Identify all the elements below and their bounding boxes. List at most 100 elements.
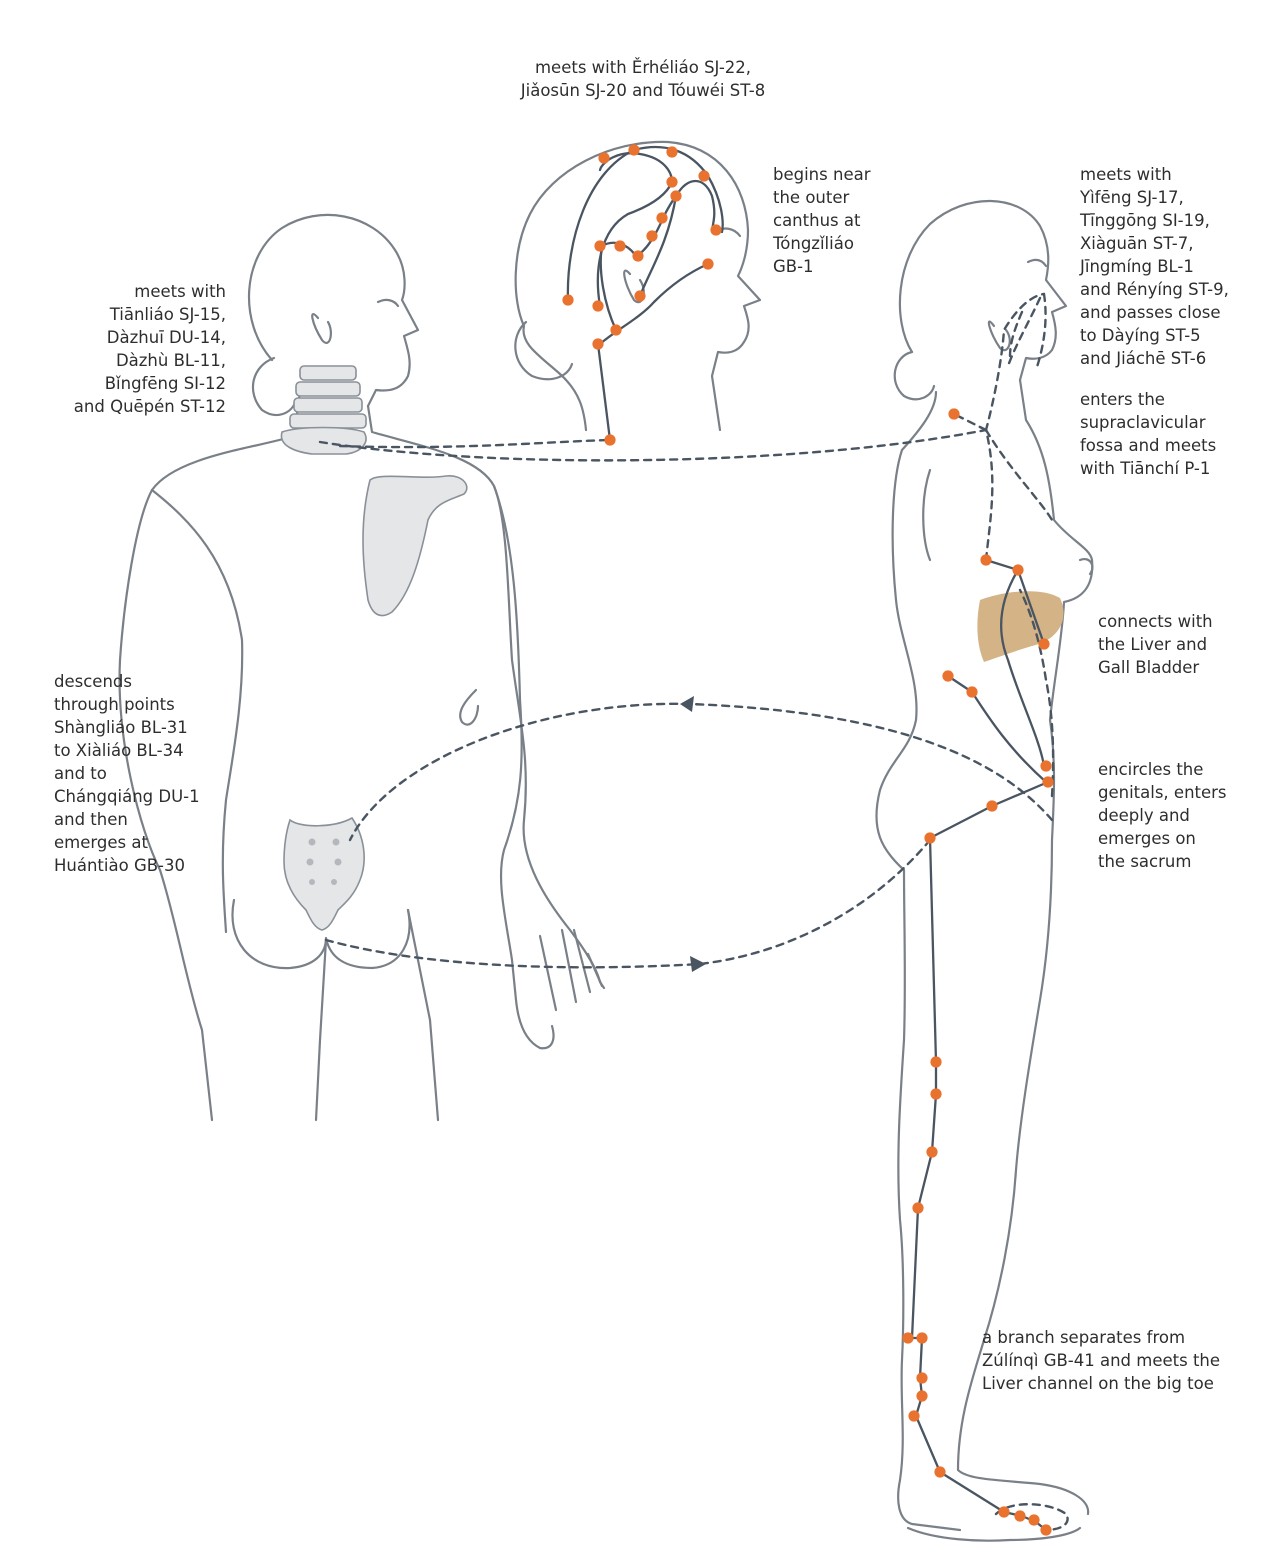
head-channel-outer — [568, 147, 723, 300]
label-line: encircles the — [1098, 758, 1227, 781]
acupoint-dot — [634, 290, 645, 301]
label-line: with Tiānchí P-1 — [1080, 457, 1216, 480]
label-line: through points — [54, 693, 200, 716]
label-meets-neck: meets with Tiānliáo SJ-15, Dàzhuī DU-14,… — [40, 280, 226, 418]
label-line: Xiàguān ST-7, — [1080, 232, 1229, 255]
label-line: Chángqiáng DU-1 — [54, 785, 200, 808]
label-head-top: meets with Ěrhéliáo SJ-22, Jiǎosūn SJ-20… — [498, 56, 788, 102]
acupoint-dot — [610, 324, 621, 335]
acupoint-dot — [666, 176, 677, 187]
label-line: and to — [54, 762, 200, 785]
acupoint-dot — [628, 144, 639, 155]
acupoint-dot — [562, 294, 573, 305]
label-line: emerges on — [1098, 827, 1227, 850]
label-line: Bǐngfēng SI-12 — [40, 372, 226, 395]
acupoint-dot — [1038, 638, 1049, 649]
acupoint-dot — [710, 224, 721, 235]
acupoint-dot — [702, 258, 713, 269]
acupoint-dot — [670, 190, 681, 201]
acupoint-dot — [1028, 1514, 1039, 1525]
label-line: deeply and — [1098, 804, 1227, 827]
label-line: and Jiáchē ST-6 — [1080, 347, 1229, 370]
label-line: Dàzhù BL-11, — [40, 349, 226, 372]
label-liver: connects with the Liver and Gall Bladder — [1098, 610, 1213, 679]
label-line: Gall Bladder — [1098, 656, 1213, 679]
label-line: supraclavicular — [1080, 411, 1216, 434]
acupoint-dot — [924, 832, 935, 843]
acupoint-dot — [594, 240, 605, 251]
label-line: the Liver and — [1098, 633, 1213, 656]
label-begins: begins near the outer canthus at Tóngzǐl… — [773, 163, 871, 278]
label-line: meets with — [1080, 163, 1229, 186]
acupoint-dot — [916, 1372, 927, 1383]
acupoint-dot — [926, 1146, 937, 1157]
acupoint-dot — [986, 800, 997, 811]
acupoint-dot — [656, 212, 667, 223]
cervical-spine-bone — [281, 366, 366, 454]
label-line: Jiǎosūn SJ-20 and Tóuwéi ST-8 — [498, 79, 788, 102]
acupoint-dot — [1012, 564, 1023, 575]
label-branch: a branch separates from Zúlínqì GB-41 an… — [982, 1326, 1220, 1395]
arrow-left-head — [680, 696, 694, 712]
label-line: and then — [54, 808, 200, 831]
acupoint-dot — [966, 686, 977, 697]
acupoint-dot — [1014, 1510, 1025, 1521]
acupoint-dot — [614, 240, 625, 251]
liver-organ — [977, 591, 1063, 662]
label-line: Yìfēng SJ-17, — [1080, 186, 1229, 209]
label-genitals: encircles the genitals, enters deeply an… — [1098, 758, 1227, 873]
acupoint-dot — [1040, 760, 1051, 771]
scapula-bone — [363, 476, 467, 616]
label-descends: descends through points Shàngliáo BL-31 … — [54, 670, 200, 877]
label-line: Liver channel on the big toe — [982, 1372, 1220, 1395]
label-line: meets with — [40, 280, 226, 303]
acupoint-group — [562, 144, 1053, 1535]
label-line: emerges at — [54, 831, 200, 854]
label-line: and Quēpén ST-12 — [40, 395, 226, 418]
acupoint-dot — [592, 338, 603, 349]
acupoint-dot — [646, 230, 657, 241]
label-line: canthus at — [773, 209, 871, 232]
label-line: GB-1 — [773, 255, 871, 278]
acupoint-dot — [592, 300, 603, 311]
acupoint-dot — [916, 1390, 927, 1401]
label-line: begins near — [773, 163, 871, 186]
label-line: Shàngliáo BL-31 — [54, 716, 200, 739]
acupoint-dot — [980, 554, 991, 565]
acupoint-dot — [912, 1202, 923, 1213]
acupoint-dot — [632, 250, 643, 261]
acupoint-dot — [698, 170, 709, 181]
label-line: the outer — [773, 186, 871, 209]
label-line: Zúlínqì GB-41 and meets the — [982, 1349, 1220, 1372]
label-line: Tīnggōng SI-19, — [1080, 209, 1229, 232]
sacrum-loop-upper — [350, 704, 1052, 840]
label-line: enters the — [1080, 388, 1216, 411]
label-line: a branch separates from — [982, 1326, 1220, 1349]
label-line: genitals, enters — [1098, 781, 1227, 804]
acupoint-dot — [604, 434, 615, 445]
label-meets-face: meets with Yìfēng SJ-17, Tīnggōng SI-19,… — [1080, 163, 1229, 370]
back-figure-ear — [312, 314, 331, 343]
label-line: Dàzhuī DU-14, — [40, 326, 226, 349]
label-line: Tóngzǐliáo — [773, 232, 871, 255]
acupoint-dot — [1042, 776, 1053, 787]
label-line: descends — [54, 670, 200, 693]
acupoint-dot — [934, 1466, 945, 1477]
acupoint-dot — [908, 1410, 919, 1421]
acupoint-dot — [998, 1506, 1009, 1517]
acupoint-dot — [930, 1056, 941, 1067]
label-line: fossa and meets — [1080, 434, 1216, 457]
label-line: meets with Ěrhéliáo SJ-22, — [498, 56, 788, 79]
acupoint-dot — [598, 152, 609, 163]
label-supraclavicular: enters the supraclavicular fossa and mee… — [1080, 388, 1216, 480]
label-line: and Rényíng ST-9, — [1080, 278, 1229, 301]
acupoint-dot — [948, 408, 959, 419]
arrow-right-head — [690, 956, 706, 972]
acupoint-dot — [942, 670, 953, 681]
label-line: Huántiào GB-30 — [54, 854, 200, 877]
label-line: to Dàyíng ST-5 — [1080, 324, 1229, 347]
acupoint-dot — [666, 146, 677, 157]
label-line: to Xiàliáo BL-34 — [54, 739, 200, 762]
acupoint-dot — [1040, 1524, 1051, 1535]
label-line: connects with — [1098, 610, 1213, 633]
